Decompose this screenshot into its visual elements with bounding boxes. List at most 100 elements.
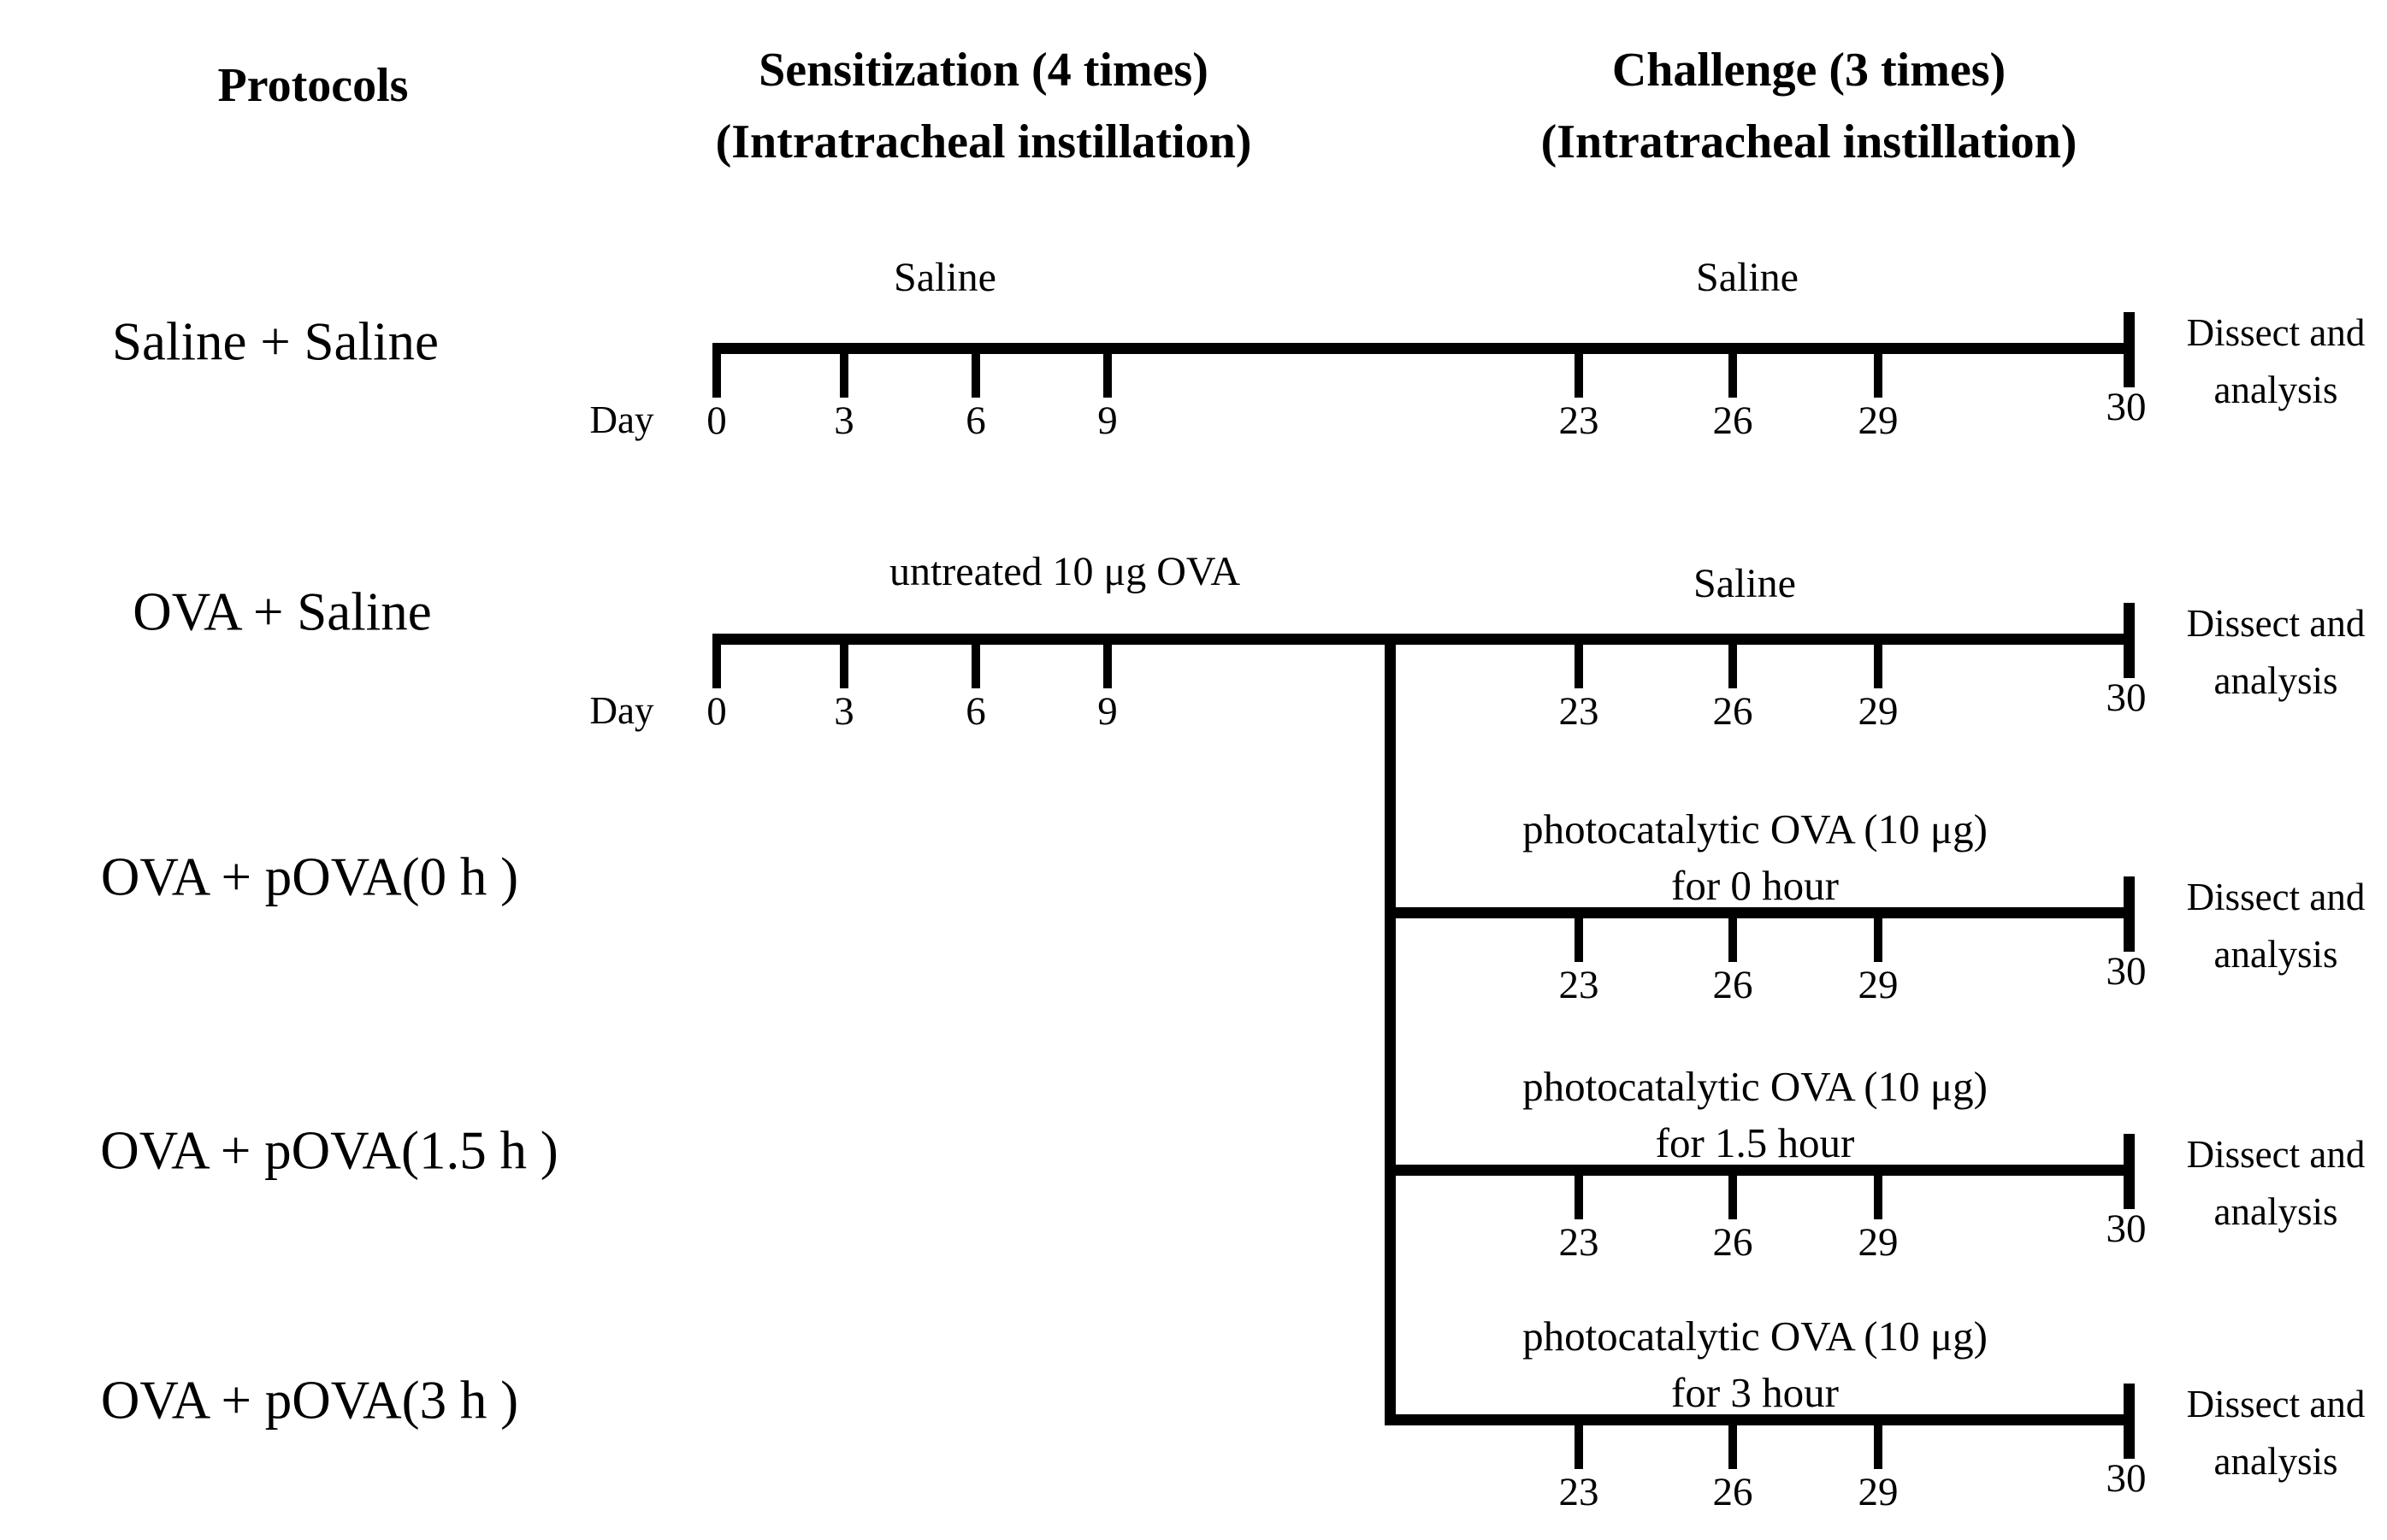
tick-day-9	[1103, 639, 1112, 688]
challenge-annotation-line1: photocatalytic OVA (10 μg)	[1522, 805, 1988, 853]
challenge-annotation: photocatalytic OVA (10 μg) for 0 hour	[1522, 801, 1988, 914]
tick-label-26: 26	[1712, 398, 1753, 443]
dissect-label-line1: Dissect and	[2186, 876, 2366, 918]
tick-label-3: 3	[834, 689, 854, 734]
challenge-annotation-line1: photocatalytic OVA (10 μg)	[1522, 1313, 1988, 1360]
timeline-bar	[1385, 907, 2124, 918]
tick-day-9	[1103, 348, 1112, 398]
tick-label-23: 23	[1558, 1220, 1599, 1265]
challenge-annotation-line2: for 3 hour	[1671, 1369, 1839, 1416]
dissect-label: Dissect and analysis	[2187, 1126, 2366, 1241]
tick-day-29	[1874, 639, 1882, 688]
tick-day-26	[1728, 1170, 1737, 1219]
tick-label-29: 29	[1858, 963, 1899, 1007]
tick-day-0	[712, 348, 721, 398]
end-cap	[2124, 876, 2135, 952]
end-cap	[2124, 1134, 2135, 1209]
tick-day-26	[1728, 1419, 1737, 1469]
tick-label-23: 23	[1558, 689, 1599, 734]
tick-day-6	[972, 639, 980, 688]
sensitization-header-line1: Sensitization (4 times)	[759, 44, 1208, 97]
dissect-label-line1: Dissect and	[2186, 602, 2366, 645]
sensitization-annotation: Saline	[894, 255, 996, 300]
branch-line	[1385, 634, 1396, 1425]
tick-day-26	[1728, 639, 1737, 688]
sensitization-header: Sensitization (4 times) (Intratracheal i…	[716, 34, 1252, 178]
dissect-label-line1: Dissect and	[2186, 1133, 2366, 1176]
challenge-annotation: Saline	[1696, 255, 1799, 300]
dissect-label: Dissect and analysis	[2187, 595, 2366, 710]
tick-label-3: 3	[834, 398, 854, 443]
dissect-label-line2: analysis	[2213, 659, 2338, 702]
end-cap	[2124, 603, 2135, 678]
dissect-label-line2: analysis	[2213, 1440, 2338, 1483]
timeline-bar	[712, 634, 2129, 645]
dissect-label: Dissect and analysis	[2187, 304, 2366, 419]
tick-day-26	[1728, 348, 1737, 398]
tick-day-23	[1575, 912, 1583, 962]
end-day-label: 30	[2106, 1456, 2147, 1501]
tick-label-23: 23	[1558, 963, 1599, 1007]
end-cap	[2124, 1384, 2135, 1459]
tick-label-29: 29	[1858, 398, 1899, 443]
end-day-label: 30	[2106, 676, 2147, 720]
row-label: OVA + pOVA(3 h )	[100, 1370, 519, 1431]
timeline-bar	[1385, 1165, 2124, 1176]
tick-day-29	[1874, 348, 1882, 398]
tick-label-0: 0	[706, 689, 727, 734]
challenge-annotation: photocatalytic OVA (10 μg) for 1.5 hour	[1522, 1059, 1988, 1171]
tick-label-23: 23	[1558, 398, 1599, 443]
challenge-header-line2: (Intratracheal instillation)	[1540, 115, 2077, 168]
tick-label-23: 23	[1558, 1470, 1599, 1514]
tick-label-0: 0	[706, 398, 727, 443]
tick-day-23	[1575, 1170, 1583, 1219]
challenge-annotation: photocatalytic OVA (10 μg) for 3 hour	[1522, 1308, 1988, 1421]
challenge-annotation-line2: for 0 hour	[1671, 862, 1839, 909]
tick-label-26: 26	[1712, 689, 1753, 734]
tick-label-6: 6	[966, 689, 986, 734]
day-axis-label: Day	[589, 689, 654, 732]
sensitization-header-line2: (Intratracheal instillation)	[715, 115, 1252, 168]
tick-day-23	[1575, 1419, 1583, 1469]
dissect-label: Dissect and analysis	[2187, 1376, 2366, 1490]
end-day-label: 30	[2106, 1207, 2147, 1251]
challenge-header: Challenge (3 times) (Intratracheal insti…	[1541, 34, 2077, 178]
tick-day-23	[1575, 639, 1583, 688]
tick-day-3	[840, 348, 848, 398]
tick-day-29	[1874, 1419, 1882, 1469]
protocols-header: Protocols	[217, 59, 409, 112]
dissect-label-line2: analysis	[2213, 933, 2338, 976]
dissect-label-line2: analysis	[2213, 1190, 2338, 1233]
tick-day-6	[972, 348, 980, 398]
dissect-label-line1: Dissect and	[2186, 1383, 2366, 1425]
tick-day-23	[1575, 348, 1583, 398]
challenge-header-line1: Challenge (3 times)	[1611, 44, 2006, 97]
tick-label-29: 29	[1858, 689, 1899, 734]
tick-day-26	[1728, 912, 1737, 962]
dissect-label-line1: Dissect and	[2186, 311, 2366, 354]
day-axis-label: Day	[589, 398, 654, 441]
row-label: OVA + pOVA(1.5 h )	[100, 1120, 558, 1181]
tick-label-29: 29	[1858, 1220, 1899, 1265]
challenge-annotation-line1: photocatalytic OVA (10 μg)	[1522, 1063, 1988, 1110]
tick-label-6: 6	[966, 398, 986, 443]
challenge-annotation: Saline	[1693, 561, 1796, 606]
tick-label-9: 9	[1097, 398, 1118, 443]
end-day-label: 30	[2106, 949, 2147, 994]
tick-day-29	[1874, 1170, 1882, 1219]
row-label: OVA + pOVA(0 h )	[100, 847, 519, 907]
tick-label-26: 26	[1712, 1470, 1753, 1514]
tick-label-29: 29	[1858, 1470, 1899, 1514]
tick-day-3	[840, 639, 848, 688]
tick-day-29	[1874, 912, 1882, 962]
tick-label-9: 9	[1097, 689, 1118, 734]
tick-label-26: 26	[1712, 963, 1753, 1007]
row-label: Saline + Saline	[112, 311, 439, 372]
row-label: OVA + Saline	[133, 581, 432, 642]
end-cap	[2124, 312, 2135, 387]
end-day-label: 30	[2106, 385, 2147, 429]
tick-label-26: 26	[1712, 1220, 1753, 1265]
tick-day-0	[712, 639, 721, 688]
timeline-bar	[1385, 1414, 2124, 1425]
